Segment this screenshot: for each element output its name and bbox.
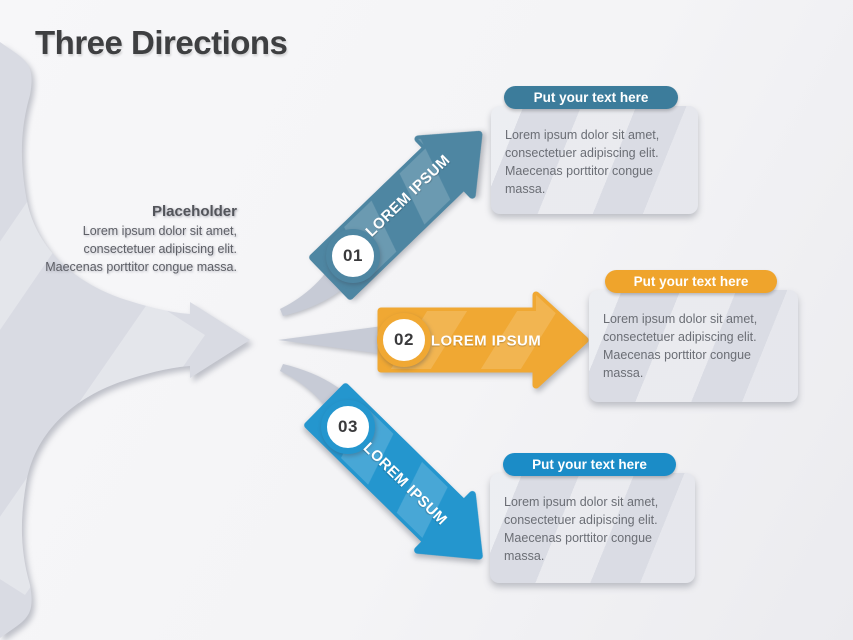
placeholder-block: Placeholder Lorem ipsum dolor sit amet, … [45, 203, 237, 276]
direction-arrow-2-body [377, 291, 589, 389]
placeholder-body: Lorem ipsum dolor sit amet, consectetuer… [45, 224, 237, 274]
number-3: 03 [338, 417, 358, 436]
arrow-2-label: LOREM IPSUM [430, 332, 542, 350]
text-card-1-body: Lorem ipsum dolor sit amet, consectetuer… [505, 128, 660, 197]
text-card-3: Put your text here Lorem ipsum dolor sit… [490, 453, 695, 583]
text-card-3-title-pill: Put your text here [503, 453, 676, 476]
text-card-2-title-pill: Put your text here [605, 270, 777, 293]
funnel-arrow-shape [0, 42, 250, 638]
text-card-2: Put your text here Lorem ipsum dolor sit… [589, 270, 798, 402]
number-2: 02 [394, 330, 414, 349]
connector-wedge-middle [278, 325, 390, 355]
number-circle-3 [321, 400, 375, 454]
number-1: 01 [343, 246, 363, 265]
funnel-arrow-path [0, 42, 250, 638]
placeholder-heading: Placeholder [151, 203, 237, 220]
text-card-1: Put your text here Lorem ipsum dolor sit… [491, 86, 698, 214]
number-circle-1 [326, 229, 380, 283]
number-circle-2 [377, 313, 431, 367]
text-card-2-body: Lorem ipsum dolor sit amet, consectetuer… [603, 312, 758, 381]
text-card-1-title-pill: Put your text here [504, 86, 678, 109]
slide-title: Three Directions [35, 24, 288, 61]
text-card-3-body: Lorem ipsum dolor sit amet, consectetuer… [504, 495, 659, 564]
direction-arrow-2 [377, 291, 589, 389]
